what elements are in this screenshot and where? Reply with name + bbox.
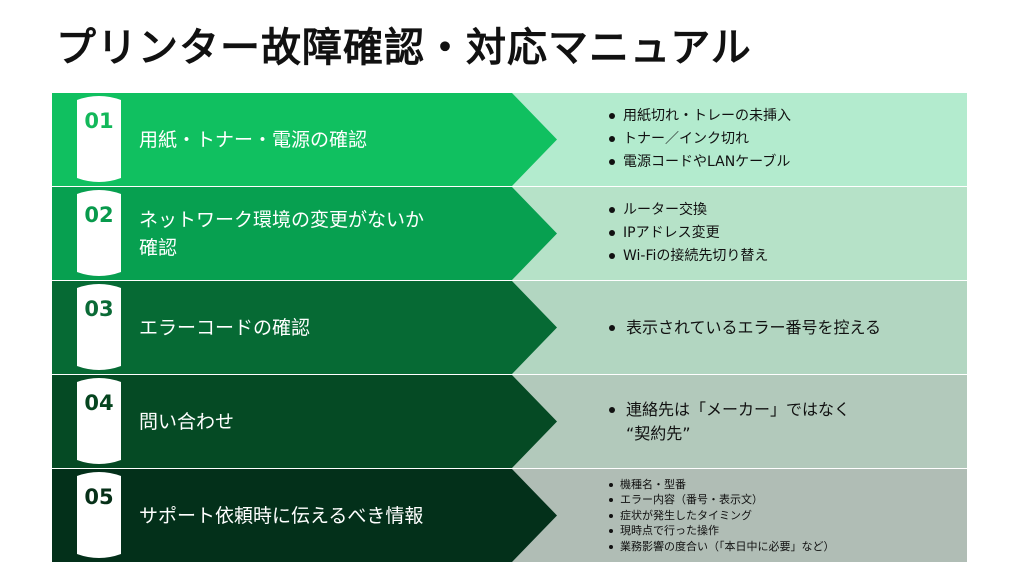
step-number-tab bbox=[77, 96, 121, 182]
bullet-item: 表示されているエラー番号を控える bbox=[607, 316, 957, 340]
bullet-item: トナー／インク切れ bbox=[607, 128, 957, 151]
step-label: サポート依頼時に伝えるべき情報 bbox=[139, 504, 424, 527]
step-row-05: 05 サポート依頼時に伝えるべき情報 機種名・型番 エラー内容（番号・表示文） … bbox=[52, 469, 967, 562]
bullet-item: 電源コードやLANケーブル bbox=[607, 151, 957, 174]
step-number: 02 bbox=[84, 203, 114, 227]
step-label: 問い合わせ bbox=[139, 410, 235, 433]
step-bullet-list: 連絡先は「メーカー」ではなく “契約先” bbox=[607, 375, 957, 468]
step-number: 04 bbox=[84, 391, 114, 415]
step-arrow-shape bbox=[52, 281, 557, 374]
bullet-item: 症状が発生したタイミング bbox=[607, 508, 957, 524]
step-arrow-shape bbox=[52, 187, 557, 280]
step-label: 用紙・トナー・電源の確認 bbox=[139, 128, 368, 151]
step-number: 05 bbox=[84, 485, 114, 509]
bullet-item: エラー内容（番号・表示文） bbox=[607, 492, 957, 508]
bullet-item-continuation: “契約先” bbox=[626, 423, 691, 443]
step-arrow-shape bbox=[52, 375, 557, 468]
bullet-item: 業務影響の度合い（「本日中に必要」など） bbox=[607, 539, 957, 555]
step-row-03: 03 エラーコードの確認 表示されているエラー番号を控える bbox=[52, 281, 967, 374]
step-bullet-list: 用紙切れ・トレーの未挿入 トナー／インク切れ 電源コードやLANケーブル bbox=[607, 93, 957, 186]
step-row-02: 02 ネットワーク環境の変更がないか 確認 ルーター交換 IPアドレス変更 Wi… bbox=[52, 187, 967, 280]
step-label-line: 確認 bbox=[139, 236, 178, 259]
step-number: 01 bbox=[84, 109, 114, 133]
step-bullet-list: 機種名・型番 エラー内容（番号・表示文） 症状が発生したタイミング 現時点で行っ… bbox=[607, 469, 957, 562]
bullet-item: 現時点で行った操作 bbox=[607, 523, 957, 539]
step-label-line: ネットワーク環境の変更がないか bbox=[139, 208, 425, 231]
step-arrow-shape bbox=[52, 469, 557, 562]
step-number-tab bbox=[77, 378, 121, 464]
bullet-item: IPアドレス変更 bbox=[607, 222, 957, 245]
page-title: プリンター故障確認・対応マニュアル bbox=[56, 25, 752, 71]
step-label: ネットワーク環境の変更がないか 確認 bbox=[139, 187, 534, 280]
step-row-01: 01 用紙・トナー・電源の確認 用紙切れ・トレーの未挿入 トナー／インク切れ 電… bbox=[52, 93, 967, 186]
bullet-item: ルーター交換 bbox=[607, 199, 957, 222]
step-bullet-list: ルーター交換 IPアドレス変更 Wi-Fiの接続先切り替え bbox=[607, 187, 957, 280]
step-number: 03 bbox=[84, 297, 114, 321]
troubleshooting-steps: 01 用紙・トナー・電源の確認 用紙切れ・トレーの未挿入 トナー／インク切れ 電… bbox=[52, 93, 967, 563]
step-number-tab bbox=[77, 472, 121, 558]
step-bullet-list: 表示されているエラー番号を控える bbox=[607, 281, 957, 374]
step-number-tab bbox=[77, 190, 121, 276]
step-label: エラーコードの確認 bbox=[139, 316, 311, 339]
bullet-item: 連絡先は「メーカー」ではなく bbox=[607, 398, 957, 422]
step-row-04: 04 問い合わせ 連絡先は「メーカー」ではなく “契約先” bbox=[52, 375, 967, 468]
bullet-item: 機種名・型番 bbox=[607, 477, 957, 493]
step-arrow-shape bbox=[52, 93, 557, 186]
bullet-item: 用紙切れ・トレーの未挿入 bbox=[607, 105, 957, 128]
step-number-tab bbox=[77, 284, 121, 370]
bullet-item: Wi-Fiの接続先切り替え bbox=[607, 245, 957, 268]
